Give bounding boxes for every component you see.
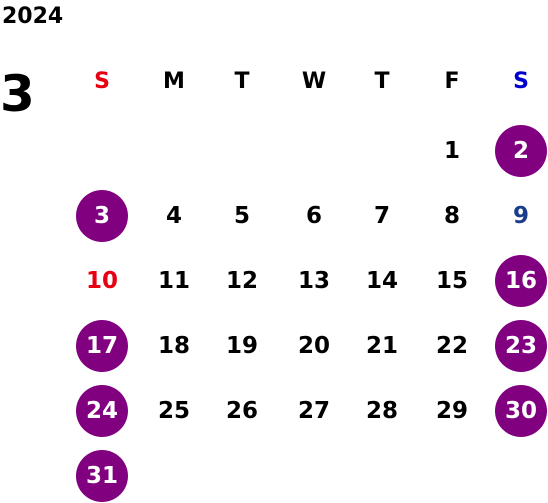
day-cell-28: 28 xyxy=(365,398,398,424)
day-cell-16: 16 xyxy=(495,255,547,307)
day-cell-21: 21 xyxy=(365,333,398,359)
weekday-header-sun: S xyxy=(94,68,110,94)
day-cell-31: 31 xyxy=(76,450,128,502)
day-cell-9: 9 xyxy=(512,203,529,229)
day-cell-29: 29 xyxy=(435,398,468,424)
day-cell-11: 11 xyxy=(157,268,190,294)
month-label: 3 xyxy=(0,65,35,123)
day-cell-15: 15 xyxy=(435,268,468,294)
day-cell-4: 4 xyxy=(165,203,182,229)
day-cell-1: 1 xyxy=(443,138,460,164)
weekday-header-wed: W xyxy=(301,68,327,94)
day-cell-20: 20 xyxy=(297,333,330,359)
weekday-header-fri: F xyxy=(444,68,460,94)
day-cell-22: 22 xyxy=(435,333,468,359)
day-cell-7: 7 xyxy=(373,203,390,229)
day-cell-14: 14 xyxy=(365,268,398,294)
day-cell-23: 23 xyxy=(495,320,547,372)
day-cell-2: 2 xyxy=(495,125,547,177)
day-cell-19: 19 xyxy=(225,333,258,359)
day-cell-24: 24 xyxy=(76,385,128,437)
weekday-header-mon: M xyxy=(163,68,185,94)
day-cell-18: 18 xyxy=(157,333,190,359)
day-cell-26: 26 xyxy=(225,398,258,424)
day-cell-30: 30 xyxy=(495,385,547,437)
day-cell-13: 13 xyxy=(297,268,330,294)
day-cell-3: 3 xyxy=(76,190,128,242)
day-cell-27: 27 xyxy=(297,398,330,424)
weekday-header-tue: T xyxy=(234,68,250,94)
day-cell-17: 17 xyxy=(76,320,128,372)
day-cell-6: 6 xyxy=(305,203,322,229)
day-cell-8: 8 xyxy=(443,203,460,229)
weekday-header-sat: S xyxy=(513,68,529,94)
weekday-header-thu: T xyxy=(374,68,390,94)
day-cell-10: 10 xyxy=(85,268,118,294)
year-label: 2024 xyxy=(2,4,64,29)
day-cell-5: 5 xyxy=(233,203,250,229)
day-cell-25: 25 xyxy=(157,398,190,424)
day-cell-12: 12 xyxy=(225,268,258,294)
